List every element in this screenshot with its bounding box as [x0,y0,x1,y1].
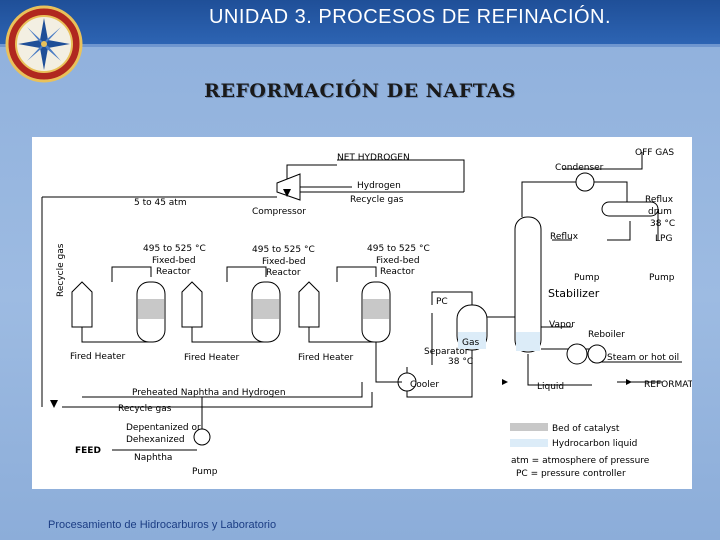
label-off-gas: OFF GAS [635,148,674,158]
label-depentanized: Depentanized or [126,423,201,433]
label-reflux-drum-temp: 38 °C [650,219,675,229]
label-reformate: REFORMATE [644,380,692,390]
label-reactor1-temp: 495 to 525 °C [143,244,206,254]
label-reactor2: Reactor [266,268,301,278]
label-feed: FEED [75,446,101,456]
label-compressor: Compressor [252,207,306,217]
label-separator-temp: 38 °C [448,357,473,367]
label-naphtha: Naphtha [134,453,172,463]
legend-atm: atm = atmosphere of pressure [511,456,650,466]
label-condenser: Condenser [555,163,604,173]
title-bar: UNIDAD 3. PROCESOS DE REFINACIÓN. [0,0,720,47]
label-preheated: Preheated Naphtha and Hydrogen [132,388,286,398]
label-reflux-drum-2: drum [648,207,672,217]
legend-catalyst-swatch [510,423,548,431]
compass-rose-seal-icon [5,5,83,83]
label-reactor1: Reactor [156,267,191,277]
legend-catalyst: Bed of catalyst [552,424,620,434]
label-dehexanized: Dehexanized [126,435,185,445]
label-lpg: LPG [655,234,672,244]
label-reactor2-fixed-bed: Fixed-bed [262,257,306,267]
label-fired-heater-1: Fired Heater [70,352,126,362]
label-recycle-gas-top: Recycle gas [350,195,404,205]
reactors [136,281,391,343]
label-pump-reflux: Pump [574,273,600,283]
label-vapor: Vapor [549,320,575,330]
legend-pc: PC = pressure controller [516,469,626,479]
label-gas: Gas [462,338,479,348]
footer-course-name: Procesamiento de Hidrocarburos y Laborat… [48,519,277,531]
fired-heaters [71,281,320,328]
label-reboiler: Reboiler [588,330,625,340]
label-stabilizer: Stabilizer [548,287,600,300]
slide-subtitle: REFORMACIÓN DE NAFTAS [204,80,516,102]
label-reactor3-fixed-bed: Fixed-bed [376,256,420,266]
label-fired-heater-2: Fired Heater [184,353,240,363]
label-net-hydrogen: NET HYDROGEN [337,153,410,163]
naphtha-reforming-diagram: NET HYDROGEN OFF GAS Condenser Hydrogen … [32,137,699,489]
label-pressure-range: 5 to 45 atm [134,198,187,208]
label-hydrogen: Hydrogen [357,181,401,191]
label-reflux-drum: Reflux [645,195,674,205]
legend-liquid-swatch [510,439,548,447]
label-recycle-gas-bottom: Recycle gas [118,404,172,414]
unit-title: UNIDAD 3. PROCESOS DE REFINACIÓN. [208,6,612,28]
label-recycle-gas-side: Recycle gas [56,243,66,297]
label-steam-or-hot-oil: Steam or hot oil [607,353,679,363]
label-pump-lpg: Pump [649,273,675,283]
label-reactor3: Reactor [380,267,415,277]
label-reflux: Reflux [550,232,579,242]
label-liquid: Liquid [537,382,564,392]
label-reactor2-temp: 495 to 525 °C [252,245,315,255]
label-reactor1-fixed-bed: Fixed-bed [152,256,196,266]
label-reactor3-temp: 495 to 525 °C [367,244,430,254]
label-fired-heater-3: Fired Heater [298,353,354,363]
label-separator: Separator [424,347,469,357]
label-pc: PC [436,297,448,307]
legend-liquid: Hydrocarbon liquid [552,439,637,449]
label-cooler: Cooler [410,380,439,390]
label-pump-feed: Pump [192,467,218,477]
